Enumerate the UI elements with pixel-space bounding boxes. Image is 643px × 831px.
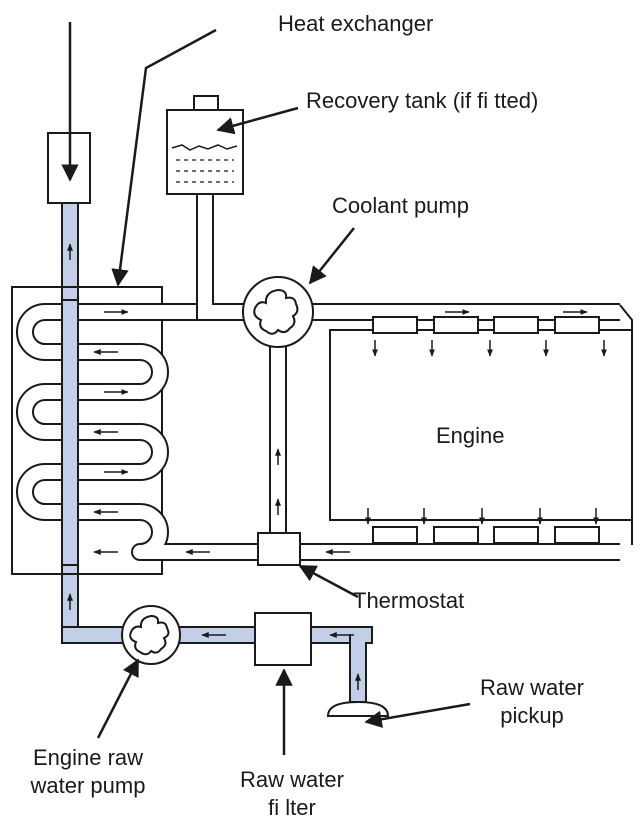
engine-top-ports bbox=[372, 316, 600, 334]
engine-raw-water-pump-label-line2: water pump bbox=[30, 773, 146, 798]
coolant-pump-impeller-icon bbox=[253, 288, 299, 335]
heat-exchanger-label: Heat exchanger bbox=[278, 11, 434, 36]
raw-water-tube-overlay bbox=[61, 299, 79, 566]
raw-water-pickup bbox=[326, 700, 390, 717]
engine-bottom-ports bbox=[372, 526, 600, 544]
raw-water-filter-label-line2: fi lter bbox=[268, 795, 316, 820]
engine-label: Engine bbox=[436, 423, 505, 448]
engine-block bbox=[329, 304, 633, 545]
recovery-tank-label: Recovery tank (if fi tted) bbox=[306, 88, 539, 113]
engine-raw-water-pump-label: Engine raw water pump bbox=[8, 744, 168, 800]
raw-water-pickup-label-line2: pickup bbox=[500, 703, 564, 728]
flow-arrows bbox=[67, 243, 588, 690]
coolant-pump-label: Coolant pump bbox=[332, 193, 469, 218]
heat-exchanger bbox=[11, 286, 258, 575]
engine-raw-water-pump bbox=[121, 605, 181, 665]
thermostat-label: Thermostat bbox=[353, 588, 465, 613]
raw-water-tube-corner-fill bbox=[351, 628, 371, 642]
thermostat bbox=[257, 532, 301, 566]
recovery-tank bbox=[166, 95, 244, 195]
raw-water-pickup-tube bbox=[349, 634, 367, 703]
engine-raw-water-pump-label-line1: Engine raw bbox=[32, 745, 144, 770]
engine-flow-ticks bbox=[365, 340, 607, 525]
raw-water-filter-label-line1: Raw water bbox=[240, 767, 344, 792]
coolant-pump bbox=[242, 276, 314, 348]
raw-water-tube-fill bbox=[63, 628, 78, 642]
raw-water-filter-label: Raw water fi lter bbox=[222, 766, 362, 822]
pump-impeller-icon bbox=[129, 614, 170, 656]
tank-liquid-level bbox=[171, 144, 238, 151]
raw-water-pickup-label-line1: Raw water bbox=[480, 675, 584, 700]
raw-water-filter bbox=[254, 612, 312, 666]
raw-water-pickup-label: Raw water pickup bbox=[462, 674, 602, 730]
leader-arrows bbox=[61, 22, 471, 755]
